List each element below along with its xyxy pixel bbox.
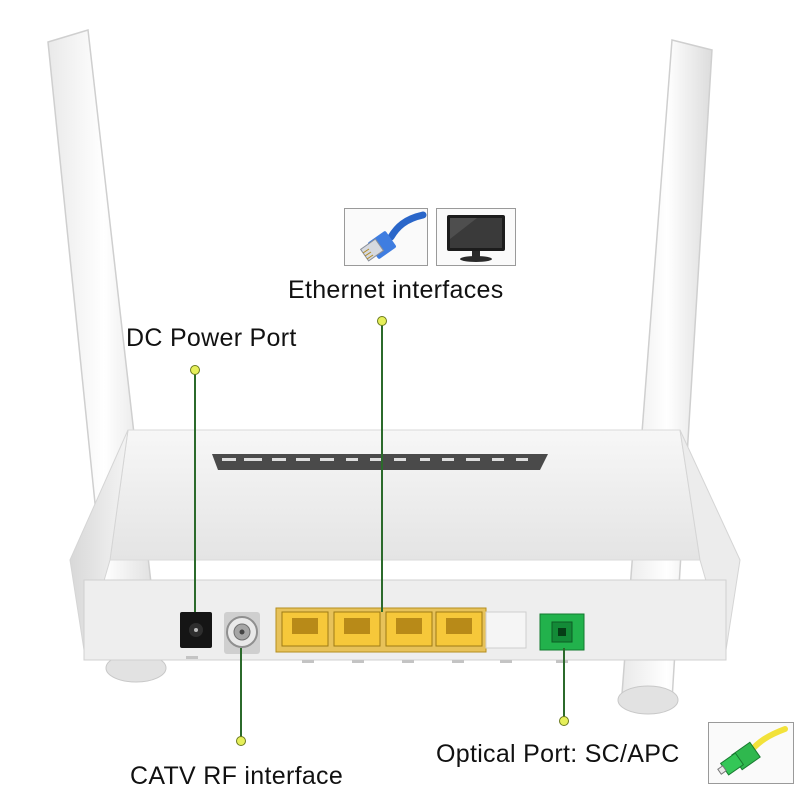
led-indicator-strip: [212, 454, 548, 470]
monitor-thumbnail: [436, 208, 516, 266]
catv-callout-dot: [236, 736, 246, 746]
ethernet-cable-thumbnail: [344, 208, 428, 266]
sc-apc-connector-icon: [717, 726, 788, 776]
catv-rf-interface-label: CATV RF interface: [130, 762, 344, 790]
lan-ports: [275, 607, 527, 653]
catv-connector: [224, 612, 260, 654]
dc-power-jack: [180, 612, 212, 648]
optical-callout-line: [563, 648, 565, 718]
monitor-icon: [447, 215, 505, 262]
ethernet-callout-line: [381, 324, 383, 612]
dc-power-port-label: DC Power Port: [126, 324, 297, 352]
dc-power-callout-line: [194, 372, 196, 612]
sc-apc-connector-thumbnail: [708, 722, 794, 784]
ethernet-interfaces-label: Ethernet interfaces: [288, 276, 504, 304]
optical-callout-dot: [559, 716, 569, 726]
ethernet-callout-dot: [377, 316, 387, 326]
catv-callout-line: [240, 648, 242, 738]
optical-port-label: Optical Port: SC/APC: [436, 740, 680, 768]
dc-power-callout-dot: [190, 365, 200, 375]
optical-port: [539, 613, 585, 651]
ethernet-cable-icon: [359, 211, 427, 262]
